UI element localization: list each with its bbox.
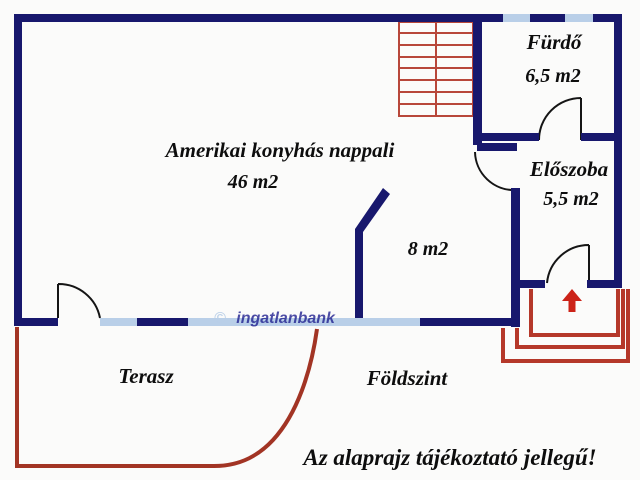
terrace-outline bbox=[15, 327, 319, 468]
hallway-area: 5,5 m2 bbox=[543, 188, 599, 210]
bathroom-door bbox=[538, 97, 582, 141]
window-bottom-2 bbox=[188, 318, 420, 326]
window-top-2 bbox=[565, 14, 593, 22]
entrance-steps bbox=[501, 289, 630, 363]
watermark: © ingatlanbank bbox=[214, 311, 335, 327]
window-top-1 bbox=[503, 14, 530, 22]
living-room-area: 46 m2 bbox=[227, 171, 279, 193]
watermark-symbol: © bbox=[214, 310, 232, 327]
stairs bbox=[398, 15, 474, 117]
bathroom-area: 6,5 m2 bbox=[525, 65, 581, 87]
entrance-arrow bbox=[562, 289, 582, 312]
terrace-label: Terasz bbox=[118, 364, 174, 388]
disclaimer-text: Az alaprajz tájékoztató jellegű! bbox=[303, 445, 597, 470]
watermark-text: ingatlanbank bbox=[236, 310, 335, 327]
terrace-door bbox=[57, 282, 101, 319]
room8-area: 8 m2 bbox=[407, 238, 449, 260]
entrance-door bbox=[546, 243, 590, 284]
living-room-label: Amerikai konyhás nappali bbox=[165, 138, 395, 162]
window-bottom-1 bbox=[100, 318, 137, 326]
bathroom-label: Fürdő bbox=[526, 30, 582, 54]
hallway-label: Előszoba bbox=[529, 157, 609, 181]
door-arcs bbox=[57, 97, 590, 319]
floor-title: Földszint bbox=[366, 366, 448, 390]
hallway-doorway bbox=[474, 151, 516, 192]
walls bbox=[14, 14, 622, 327]
windows bbox=[100, 14, 593, 326]
